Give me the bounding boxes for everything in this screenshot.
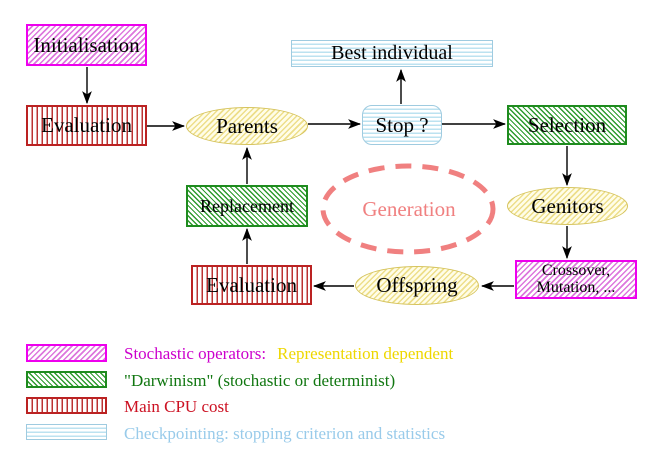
node-parents: Parents bbox=[186, 107, 308, 145]
node-offspring-label: Offspring bbox=[376, 273, 458, 298]
node-genitors-label: Genitors bbox=[531, 193, 604, 218]
legend-swatch-checkpointing bbox=[26, 424, 107, 440]
node-crossover-mutation: Crossover, Mutation, ... bbox=[515, 260, 637, 299]
legend-swatch-darwinism bbox=[26, 371, 107, 388]
node-evaluation-bottom-label: Evaluation bbox=[206, 272, 297, 297]
node-stop: Stop ? bbox=[362, 105, 442, 145]
node-genitors: Genitors bbox=[507, 187, 628, 225]
node-evaluation-top-label: Evaluation bbox=[41, 113, 132, 138]
node-selection-label: Selection bbox=[527, 112, 607, 137]
node-evaluation-bottom: Evaluation bbox=[191, 265, 312, 305]
legend-text-checkpointing: Checkpointing: stopping criterion and st… bbox=[124, 424, 446, 443]
legend-text-darwinism: "Darwinism" (stochastic or determinist) bbox=[124, 371, 396, 390]
legend-label-stochastic: Stochastic operators: bbox=[124, 344, 267, 363]
legend-swatch-cpu-cost bbox=[26, 397, 107, 414]
node-initialisation: Initialisation bbox=[26, 24, 147, 66]
node-replacement: Replacement bbox=[186, 185, 308, 227]
node-best-individual: Best individual bbox=[291, 40, 493, 67]
legend-label-representation: Representation dependent bbox=[277, 344, 454, 363]
legend-text-stochastic-operators: Stochastic operators: Representation depe… bbox=[124, 344, 453, 364]
node-stop-label: Stop ? bbox=[375, 112, 429, 137]
node-initialisation-label: Initialisation bbox=[33, 32, 140, 57]
node-best-individual-label: Best individual bbox=[331, 42, 453, 64]
node-crossover-line2: Mutation, ... bbox=[536, 278, 616, 296]
node-selection: Selection bbox=[507, 105, 627, 145]
generation-label: Generation bbox=[362, 197, 456, 221]
legend-swatch-stochastic-operators bbox=[26, 344, 107, 362]
node-parents-label: Parents bbox=[216, 113, 278, 138]
node-offspring: Offspring bbox=[355, 266, 479, 305]
node-evaluation-top: Evaluation bbox=[26, 105, 147, 146]
node-replacement-label: Replacement bbox=[200, 195, 294, 216]
node-crossover-line1: Crossover, bbox=[541, 261, 611, 279]
legend-text-cpu-cost: Main CPU cost bbox=[124, 397, 229, 416]
